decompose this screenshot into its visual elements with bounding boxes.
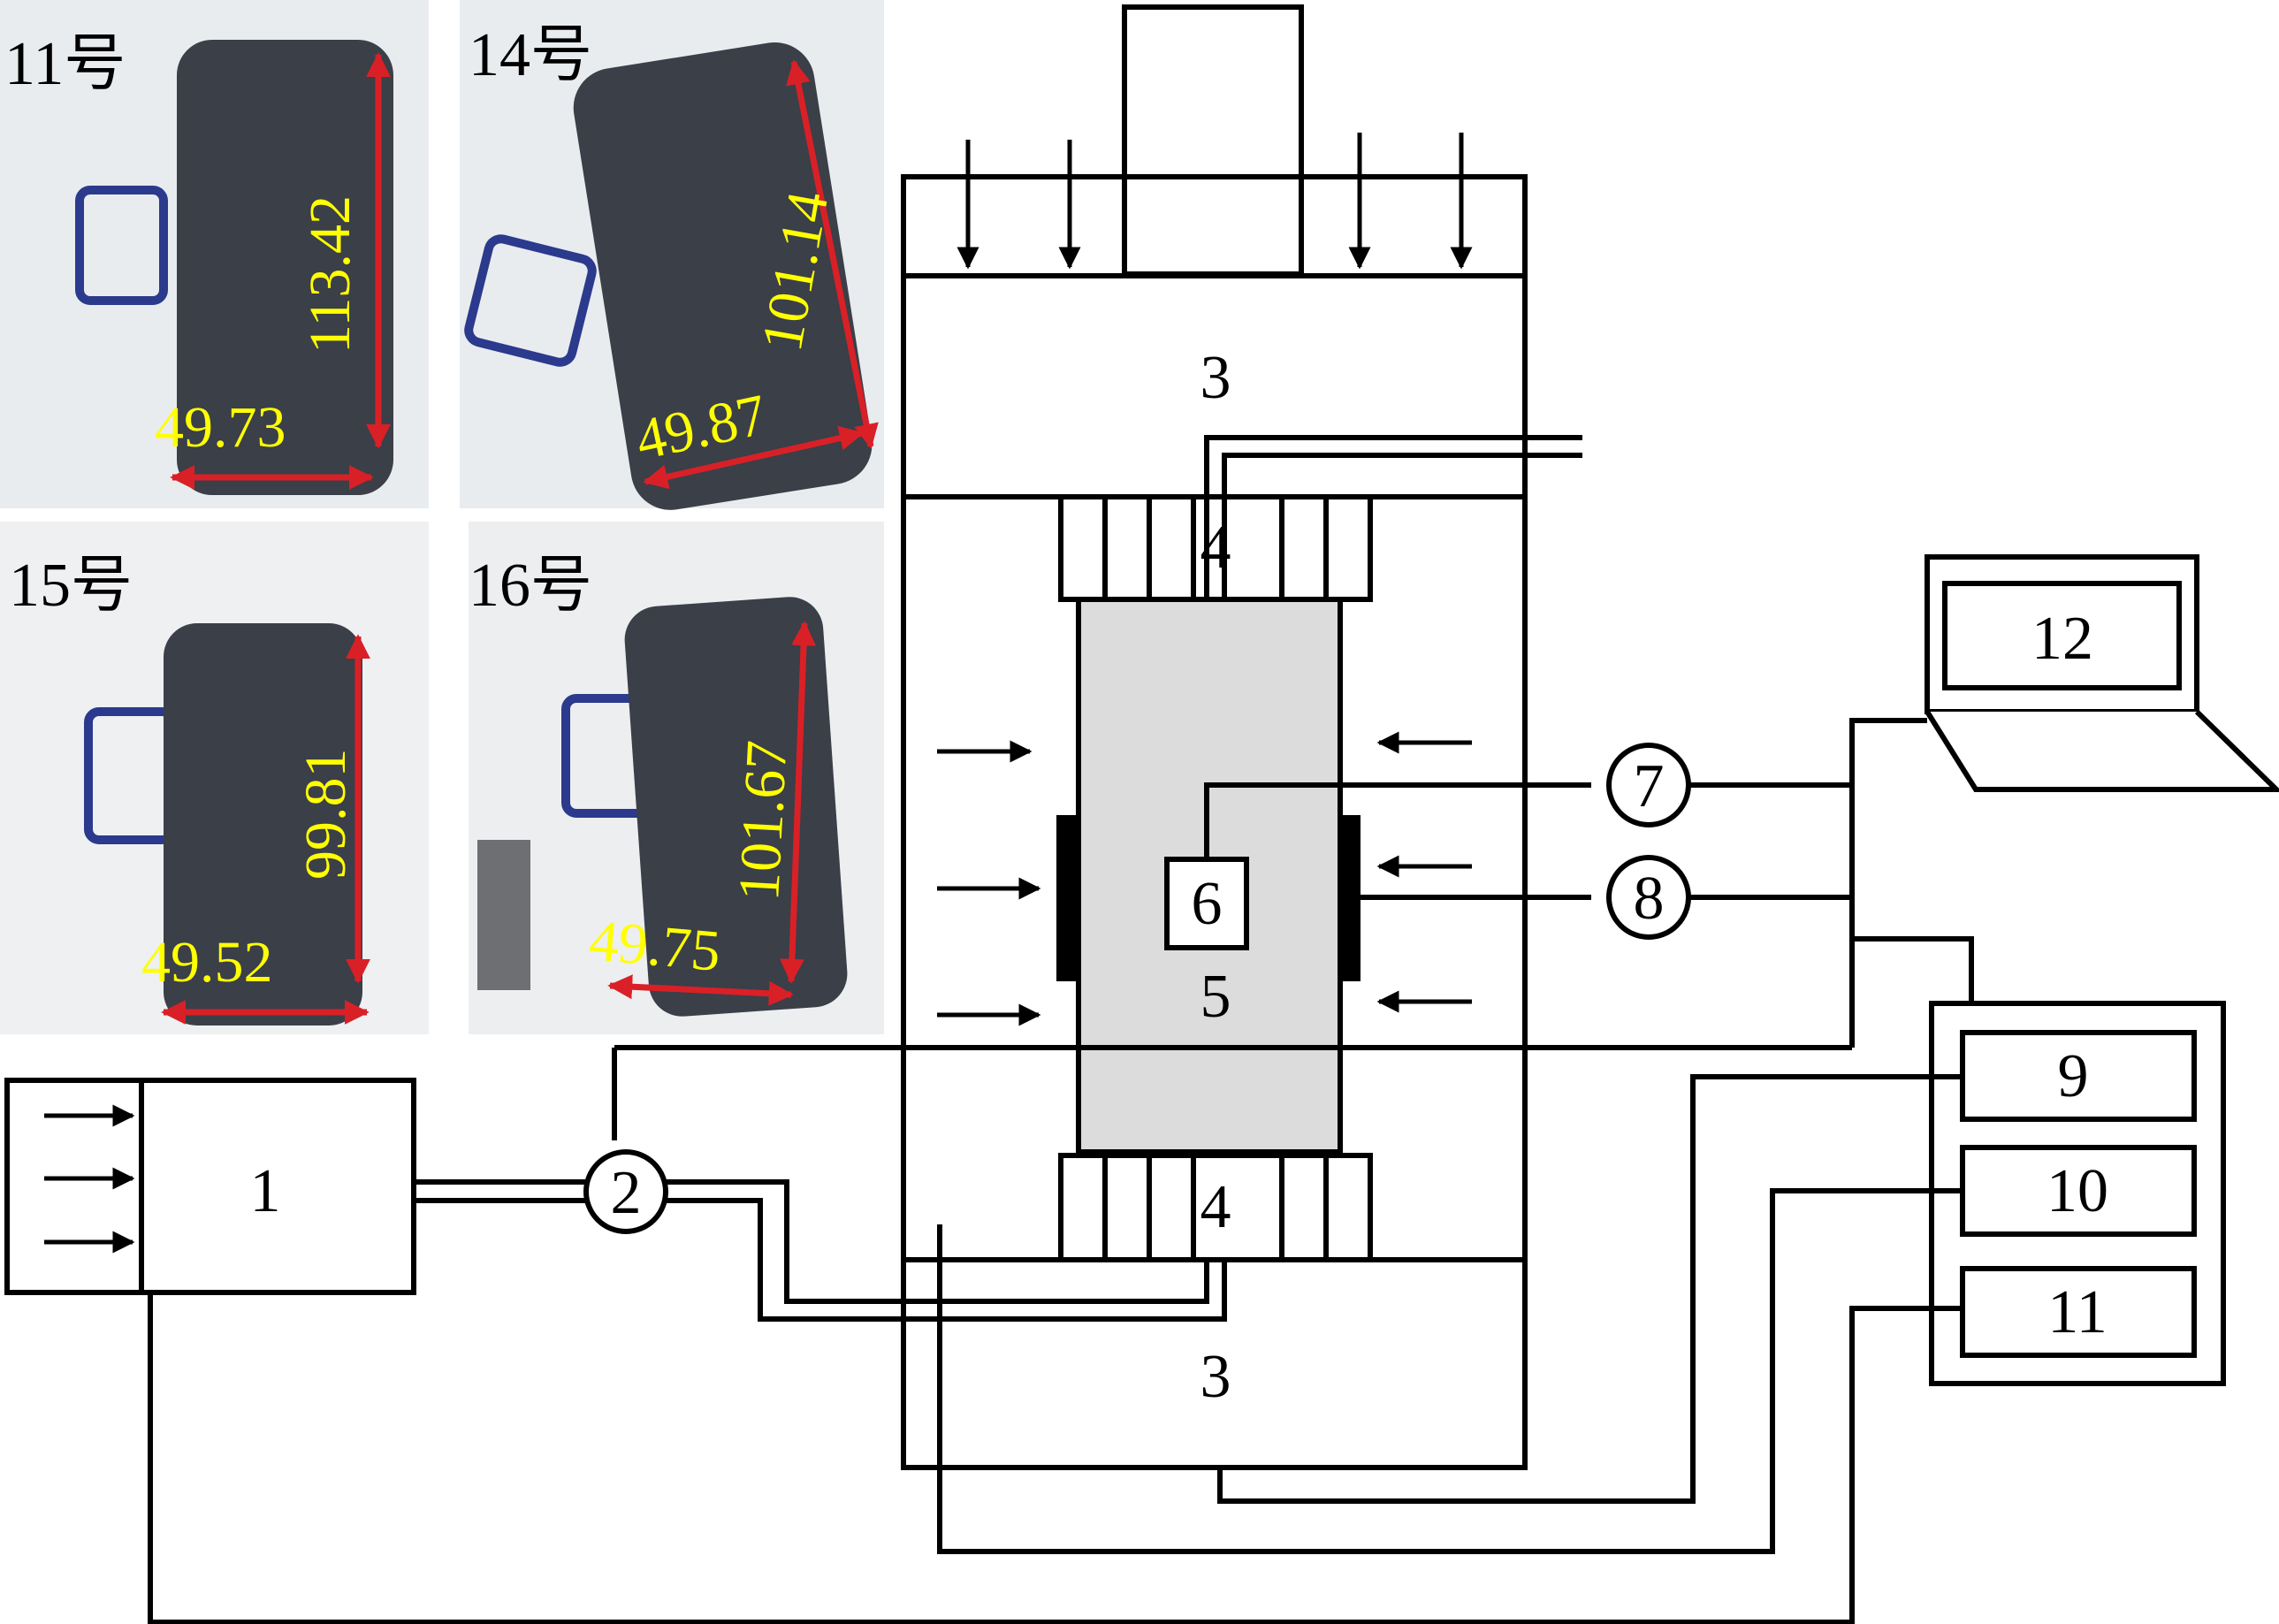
photo-panel-11: 11号 113.42 49.73 <box>0 0 429 508</box>
sensor-6 <box>1164 857 1249 950</box>
label-computer: 12 <box>2031 605 2093 673</box>
wire-to-controller <box>1852 936 1974 1003</box>
strain-gauge-left <box>1056 815 1076 981</box>
photo-panel-14: 14号 101.14 49.87 <box>460 0 884 510</box>
coal-sample <box>164 623 362 1025</box>
height-dimension-line <box>779 621 817 984</box>
bottom-porous-disc <box>1058 1153 1373 1262</box>
confining-arrows <box>44 731 1472 1254</box>
bottom-platen <box>901 1257 1528 1470</box>
pump-1 <box>4 1078 416 1295</box>
height-value: 99.81 <box>293 749 358 881</box>
label-controller-11: 11 <box>2047 1278 2107 1346</box>
label-top-platen: 3 <box>1200 344 1231 412</box>
width-value: 49.52 <box>141 930 273 995</box>
width-value: 49.73 <box>155 395 286 460</box>
sample-label: 15号 <box>9 552 133 620</box>
top-frame <box>901 174 1124 276</box>
label-pump: 1 <box>250 1157 281 1225</box>
label-specimen: 5 <box>1200 963 1231 1031</box>
loop-10 <box>937 1188 1963 1554</box>
controller-11 <box>1960 1266 2197 1358</box>
top-platen <box>901 273 1528 499</box>
height-value: 113.42 <box>298 195 362 354</box>
coal-sample <box>177 40 393 495</box>
computer-screen <box>1942 581 2182 690</box>
label-bottom-disc: 4 <box>1200 1173 1231 1241</box>
top-porous-disc <box>1058 494 1373 602</box>
label-controller-9: 9 <box>2058 1042 2089 1110</box>
photo-panel-16: 16号 101.67 49.75 <box>469 522 884 1034</box>
pipe-2-to-bottom <box>666 1179 1209 1304</box>
controller-10 <box>1960 1145 2197 1237</box>
sample-label: 16号 <box>469 552 592 620</box>
loop-11 <box>148 1292 1963 1624</box>
label-regulator: 2 <box>611 1159 642 1227</box>
top-outlet-line <box>1204 435 1582 599</box>
label-gauge-7: 7 <box>1634 752 1665 820</box>
height-value: 101.67 <box>727 739 799 903</box>
schematic <box>4 4 2279 1624</box>
sample-label: 11号 <box>4 30 126 98</box>
width-value: 49.75 <box>587 908 723 984</box>
photo-panel-15: 15号 99.81 49.52 <box>0 522 429 1034</box>
label-top-disc: 4 <box>1200 514 1231 582</box>
paper-shadow <box>477 840 530 990</box>
wire-6-to-7 <box>1204 782 1591 859</box>
label-bottom-platen: 3 <box>1200 1343 1231 1411</box>
loop-9 <box>1217 1074 1963 1504</box>
label-controller-10: 10 <box>2047 1157 2108 1225</box>
axial-load-arrows <box>957 133 1473 270</box>
paper-label-frame <box>75 186 168 305</box>
top-frame <box>1301 174 1528 276</box>
computer-keyboard <box>1925 709 2279 792</box>
label-gauge-8: 8 <box>1634 865 1665 933</box>
loading-ram <box>1122 4 1304 277</box>
label-sensor: 6 <box>1192 870 1223 938</box>
width-dimension-line <box>607 974 794 1006</box>
data-trunk <box>1849 718 1927 1048</box>
width-dimension-line <box>643 425 865 490</box>
controller-9 <box>1960 1030 2197 1122</box>
sample-label: 14号 <box>469 21 592 89</box>
regulator-2 <box>583 1149 668 1234</box>
paper-label-frame <box>464 234 597 367</box>
strain-gauge-right <box>1341 815 1361 981</box>
height-dimension-line <box>786 59 879 449</box>
